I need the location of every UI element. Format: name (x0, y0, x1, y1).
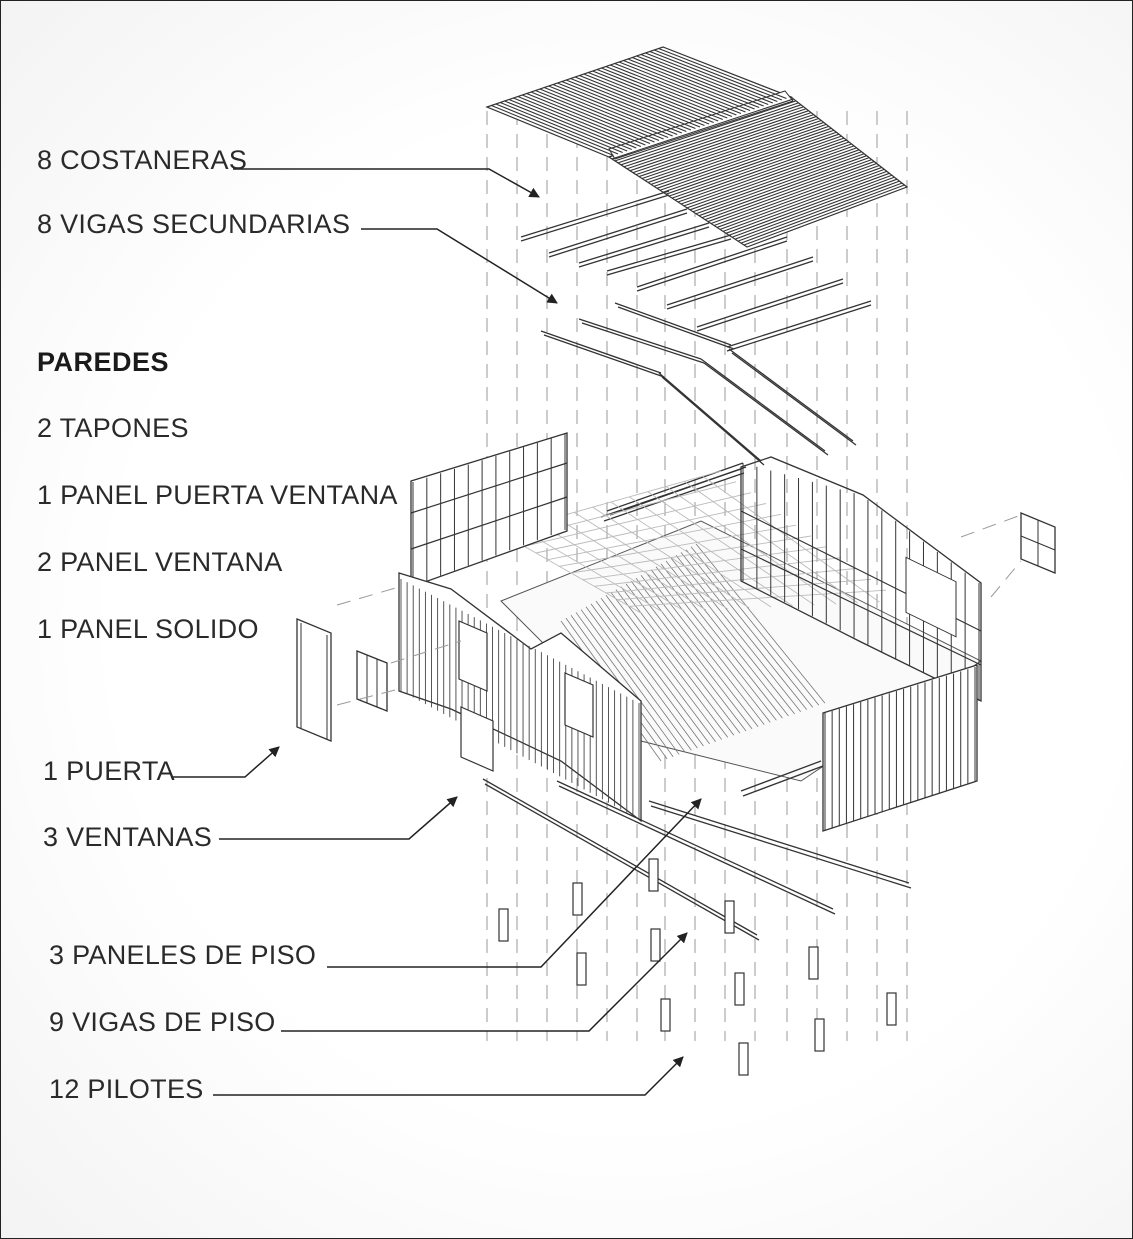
rafter (614, 302, 732, 346)
purlin (666, 256, 814, 306)
floor-beam (482, 778, 758, 936)
purlin-edge (696, 282, 844, 332)
rafter-edge (581, 322, 705, 364)
floor-beam (556, 780, 834, 910)
right-front-wall-panel (822, 664, 978, 832)
front-wall-panel (398, 572, 642, 823)
label-vigas-secundarias: 8 VIGAS SECUNDARIAS (37, 209, 351, 239)
pilotes-piles (498, 858, 897, 1076)
rafter (658, 372, 762, 462)
leader-vigas-secundarias (361, 228, 558, 304)
front-window-opening-1 (458, 620, 488, 692)
pile (576, 952, 587, 986)
label-panel-puerta-ventana: 1 PANEL PUERTA VENTANA (37, 480, 398, 510)
floor-beam (740, 760, 822, 792)
rafter-edge (703, 362, 829, 456)
label-paneles-piso: 3 PANELES DE PISO (49, 940, 317, 970)
leader-lines (171, 168, 702, 1096)
purlin (696, 278, 844, 328)
leader-pilotes (213, 1056, 684, 1096)
pile (814, 1018, 825, 1052)
purlin-edge (606, 238, 732, 276)
roof-sheets (485, 46, 909, 248)
pile (738, 1042, 749, 1076)
pile (724, 900, 735, 934)
rafter-edge (609, 466, 747, 516)
rafter-edge (661, 376, 765, 466)
floor-beam-edge (742, 765, 824, 797)
floor-beam-edge (484, 783, 760, 941)
right-wall-frame (740, 456, 982, 703)
label-panel-ventana: 2 PANEL VENTANA (37, 547, 283, 577)
leader-paneles-piso (327, 798, 702, 968)
leader-costaneras (233, 168, 540, 198)
purlin-edge (520, 194, 670, 242)
rafter-edge (617, 306, 735, 350)
pile (808, 946, 819, 980)
purlin-edge (578, 226, 710, 268)
purlin-edge (726, 304, 872, 352)
floor-beam-edge (650, 805, 912, 889)
costaneras-purlins (520, 190, 872, 352)
label-ventanas: 3 VENTANAS (43, 822, 213, 852)
pile (734, 972, 745, 1006)
rafter (728, 348, 854, 442)
door-element (296, 618, 332, 742)
leader-vigas-piso (281, 932, 688, 1032)
window-element-2 (1020, 512, 1056, 574)
rafter (700, 358, 826, 452)
pile (648, 858, 659, 892)
label-pilotes: 12 PILOTES (49, 1074, 204, 1104)
floor-beam (648, 800, 910, 884)
label-vigas-piso: 9 VIGAS DE PISO (49, 1007, 276, 1037)
label-panel-solido: 1 PANEL SOLIDO (37, 614, 259, 644)
leader-puerta (171, 746, 280, 778)
vigas-secundarias-rafters (540, 302, 857, 522)
front-window-opening-2 (564, 672, 594, 738)
vigas-de-piso-beams (482, 760, 912, 941)
rafter (578, 318, 702, 360)
purlin (520, 190, 670, 238)
pile (886, 992, 897, 1026)
rafter-edge (543, 334, 665, 378)
pile (650, 928, 661, 962)
horizontal-explode-guides (336, 514, 1022, 706)
rafter-edge (603, 472, 745, 522)
leader-ventanas (219, 796, 458, 840)
purlin (578, 222, 710, 264)
purlin-edge (636, 240, 788, 292)
purlin (548, 208, 688, 254)
purlin (636, 236, 788, 288)
rafter (606, 462, 744, 512)
pile (660, 998, 671, 1032)
rafter-edge (731, 352, 857, 446)
purlin-edge (548, 212, 688, 258)
pile (572, 882, 583, 916)
label-tapones: 2 TAPONES (37, 413, 189, 443)
label-puerta: 1 PUERTA (43, 756, 175, 786)
rafter (540, 330, 662, 374)
heading-paredes: PAREDES (37, 347, 170, 377)
label-costaneras: 8 COSTANERAS (37, 145, 248, 175)
purlin (726, 300, 872, 348)
back-left-wall-panel (410, 432, 568, 588)
purlin (606, 234, 732, 272)
floor-beam-edge (558, 785, 836, 915)
front-door-opening (460, 706, 494, 772)
window-element-1 (356, 650, 388, 712)
purlin-edge (666, 260, 814, 310)
pile (498, 908, 509, 942)
